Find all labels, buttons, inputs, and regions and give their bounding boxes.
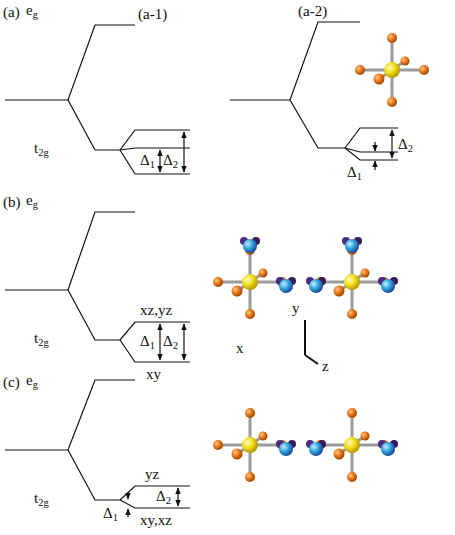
symbol: Δ bbox=[163, 333, 173, 349]
subscript: 1 bbox=[150, 340, 155, 351]
level-label: eg bbox=[26, 372, 38, 389]
symbol: Δ bbox=[140, 152, 150, 168]
gap-label: Δ2 bbox=[156, 488, 171, 505]
symbol: t bbox=[34, 140, 38, 156]
gap-label: Δ1 bbox=[103, 505, 118, 522]
subscript: g bbox=[33, 199, 38, 210]
panel-label: (a-1) bbox=[138, 6, 167, 23]
symbol: Δ bbox=[103, 505, 113, 521]
subscript: g bbox=[33, 9, 38, 20]
subscript: 1 bbox=[150, 159, 155, 170]
orbital-label: xy,xz bbox=[140, 512, 172, 529]
symbol: Δ bbox=[398, 136, 408, 152]
subscript: 2 bbox=[408, 143, 413, 154]
gap-label: Δ2 bbox=[163, 152, 178, 169]
subscript: g bbox=[33, 379, 38, 390]
level-label: eg bbox=[26, 192, 38, 209]
level-label: t2g bbox=[34, 140, 49, 157]
subscript: 2 bbox=[173, 159, 178, 170]
orbital-label: yz bbox=[145, 466, 159, 483]
panel-label: (a-2) bbox=[298, 3, 327, 20]
axis-label: x bbox=[236, 340, 244, 357]
symbol: t bbox=[34, 330, 38, 346]
symbol: Δ bbox=[163, 152, 173, 168]
symbol: Δ bbox=[156, 488, 166, 504]
subscript: 1 bbox=[357, 171, 362, 182]
panel-label: (c) bbox=[3, 374, 20, 391]
subscript: 2g bbox=[38, 147, 49, 158]
axis-label: z bbox=[322, 358, 329, 375]
symbol: Δ bbox=[347, 164, 357, 180]
gap-label: Δ2 bbox=[398, 136, 413, 153]
subscript: 2 bbox=[173, 340, 178, 351]
panel-label: (b) bbox=[3, 194, 21, 211]
orbital-label: xy bbox=[146, 366, 161, 383]
axis-label: y bbox=[292, 300, 300, 317]
subscript: 2g bbox=[38, 337, 49, 348]
symbol: Δ bbox=[140, 333, 150, 349]
symbol: t bbox=[34, 490, 38, 506]
subscript: 2 bbox=[166, 495, 171, 506]
gap-label: Δ1 bbox=[347, 164, 362, 181]
symbol: e bbox=[26, 192, 33, 208]
panel-label: (a) bbox=[3, 4, 20, 21]
gap-label: Δ1 bbox=[140, 152, 155, 169]
subscript: 1 bbox=[113, 512, 118, 523]
level-label: t2g bbox=[34, 490, 49, 507]
symbol: e bbox=[26, 372, 33, 388]
gap-label: Δ1 bbox=[140, 333, 155, 350]
subscript: 2g bbox=[38, 497, 49, 508]
level-label: t2g bbox=[34, 330, 49, 347]
orbital-label: xz,yz bbox=[140, 302, 172, 319]
gap-label: Δ2 bbox=[163, 333, 178, 350]
symbol: e bbox=[26, 2, 33, 18]
level-label: eg bbox=[26, 2, 38, 19]
